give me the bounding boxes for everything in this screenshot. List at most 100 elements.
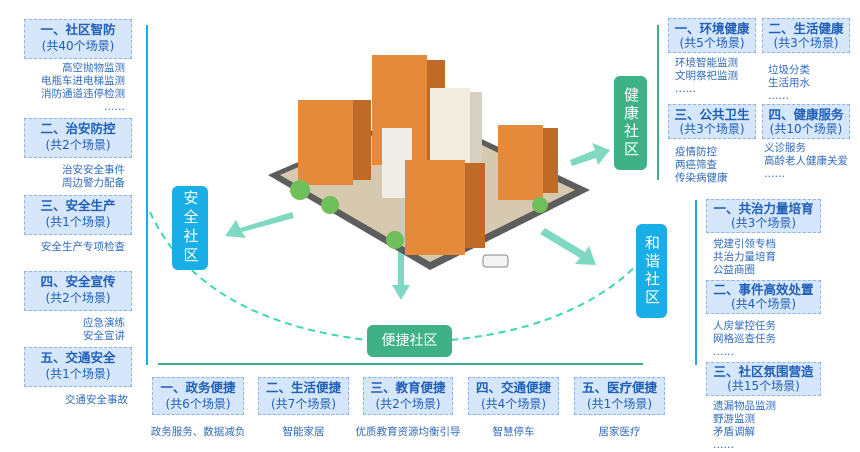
arrow-right-up-icon: [570, 143, 610, 166]
group-title: 一、社区智防: [40, 22, 116, 37]
safe-community-label[interactable]: 安全社区: [172, 186, 208, 270]
dashed-arc-left: [149, 211, 368, 341]
item: 安全生产专项检查: [41, 241, 125, 253]
safe-group-3-items: 安全生产专项检查: [41, 241, 125, 254]
group-title: 一、环境健康: [674, 21, 750, 36]
safe-group-2[interactable]: 二、治安防控 (共2个场景): [24, 118, 132, 158]
convenient-group-2-item: 智能家居: [282, 426, 325, 438]
item: 高空抛物监测: [62, 62, 125, 74]
group-count: (共2个场景): [45, 138, 111, 152]
group-count: (共3个场景): [679, 122, 745, 136]
dashed-arc-right: [450, 234, 663, 341]
group-title: 四、健康服务: [768, 107, 844, 122]
buildings: [268, 55, 590, 270]
item: 党建引领专档: [713, 238, 776, 250]
convenient-group-1[interactable]: 一、政务便捷 (共6个场景): [152, 377, 244, 415]
group-count: (共1个场景): [45, 215, 111, 229]
group-title: 四、交通便捷: [475, 380, 551, 395]
item: 应急演练: [83, 317, 125, 329]
item: ……: [675, 83, 696, 95]
item: 网格巡查任务: [713, 333, 776, 345]
item: 义诊服务: [764, 142, 806, 154]
group-count: (共10个场景): [769, 122, 843, 136]
group-count: (共7个场景): [271, 397, 336, 411]
item: ……: [104, 101, 125, 113]
group-title: 三、社区氛围营造: [713, 364, 814, 379]
health-group-3[interactable]: 三、公共卫生(共3个场景): [668, 104, 756, 139]
group-title: 二、治安防控: [40, 121, 116, 136]
group-title: 五、医疗便捷: [581, 380, 657, 395]
safe-divider: [146, 25, 148, 365]
convenient-group-5[interactable]: 五、医疗便捷 (共1个场景): [574, 377, 665, 415]
group-title: 五、交通安全: [40, 350, 116, 365]
group-title: 三、教育便捷: [370, 380, 446, 395]
item: 周边警力配备: [62, 177, 125, 189]
item: 两癌筛查: [675, 159, 717, 171]
health-group-4[interactable]: 四、健康服务(共10个场景): [762, 104, 850, 139]
convenient-group-1-item: 政务服务、数据减负: [150, 426, 246, 438]
safe-group-5[interactable]: 五、交通安全(共1个场景): [24, 347, 132, 387]
item: 生活用水: [768, 77, 810, 89]
group-count: (共2个场景): [375, 397, 441, 411]
safe-group-2-items: 治安安全事件周边警力配备: [62, 164, 125, 190]
item: 公益商圈: [713, 264, 755, 276]
harmony-group-1-items: 党建引领专档共治力量培育公益商圈: [713, 238, 776, 277]
group-title: 三、安全生产: [40, 198, 116, 213]
item: ……: [713, 346, 734, 358]
safe-group-4-items: 应急演练安全宣讲: [83, 317, 125, 343]
health-group-3-items: 疫情防控两癌筛查传染病健康: [675, 146, 728, 185]
group-count: (共15个场景): [727, 379, 800, 393]
convenient-group-3[interactable]: 三、教育便捷 (共2个场景): [363, 377, 453, 415]
arrows: [225, 143, 610, 300]
harmony-group-2-items: 人房掌控任务网格巡查任务……: [713, 320, 776, 359]
arrow-right-down-icon: [540, 228, 596, 265]
group-count: (共4个场景): [481, 397, 546, 411]
item: 安全宣讲: [83, 330, 125, 342]
harmony-group-3-items: 遗漏物品监测野游监测矛盾调解……: [713, 400, 776, 452]
group-count: (共3个场景): [773, 36, 839, 50]
item: 疫情防控: [675, 146, 717, 158]
arrow-left-icon: [225, 212, 294, 238]
item: 电瓶车进电梯监测: [41, 75, 125, 87]
health-divider: [657, 25, 659, 180]
arrow-down-icon: [392, 250, 410, 300]
item: ……: [768, 90, 789, 102]
health-community-label[interactable]: 健康社区: [614, 76, 647, 170]
convenient-group-2[interactable]: 二、生活便捷(共7个场景): [258, 377, 349, 415]
safe-group-1-items: 高空抛物监测电瓶车进电梯监测消防通道违停检测……: [41, 62, 125, 114]
item: 交通安全事故: [65, 394, 128, 406]
group-title: 三、公共卫生: [674, 107, 750, 122]
harmony-group-2[interactable]: 二、事件高效处置(共4个场景): [706, 280, 821, 314]
safe-group-3[interactable]: 三、安全生产 (共1个场景): [24, 195, 132, 235]
item: 文明祭祀监测: [675, 70, 738, 82]
group-title: 一、共治力量培育: [713, 201, 814, 216]
harmony-group-1[interactable]: 一、共治力量培育(共3个场景): [706, 199, 821, 233]
harmony-divider: [695, 200, 697, 365]
group-count: (共2个场景): [45, 291, 111, 305]
health-group-2[interactable]: 二、生活健康(共3个场景): [762, 18, 850, 53]
item: 遗漏物品监测: [713, 400, 776, 412]
item: 传染病健康: [675, 172, 728, 184]
group-count: (共5个场景): [679, 36, 745, 50]
safe-group-4[interactable]: 四、安全宣传 (共2个场景): [24, 271, 132, 311]
item: 人房掌控任务: [713, 320, 776, 332]
group-count: (共3个场景): [731, 216, 796, 230]
item: 环境智能监测: [675, 57, 738, 69]
convenient-group-4-item: 智慧停车: [492, 426, 535, 438]
harmony-group-3[interactable]: 三、社区氛围营造(共15个场景): [706, 362, 821, 396]
health-group-1[interactable]: 一、环境健康(共5个场景): [668, 18, 756, 53]
group-count: (共6个场景): [165, 397, 231, 411]
safe-group-5-items: 交通安全事故: [65, 394, 128, 407]
group-title: 二、事件高效处置: [713, 282, 814, 297]
harmony-community-label[interactable]: 和谐社区: [636, 224, 667, 318]
convenient-community-label[interactable]: 便捷社区: [367, 325, 452, 357]
group-count: (共1个场景): [587, 397, 652, 411]
safe-group-1[interactable]: 一、社区智防 (共40个场景): [24, 19, 132, 59]
health-group-4-items: 义诊服务高龄老人健康关爱……: [764, 142, 848, 181]
item: 消防通道违停检测: [41, 88, 125, 100]
convenient-group-4[interactable]: 四、交通便捷 (共4个场景): [468, 377, 559, 415]
group-title: 一、政务便捷: [160, 380, 236, 395]
group-count: (共40个场景): [41, 39, 115, 53]
convenient-group-5-item: 居家医疗: [598, 426, 641, 438]
group-title: 四、安全宣传: [40, 274, 116, 289]
